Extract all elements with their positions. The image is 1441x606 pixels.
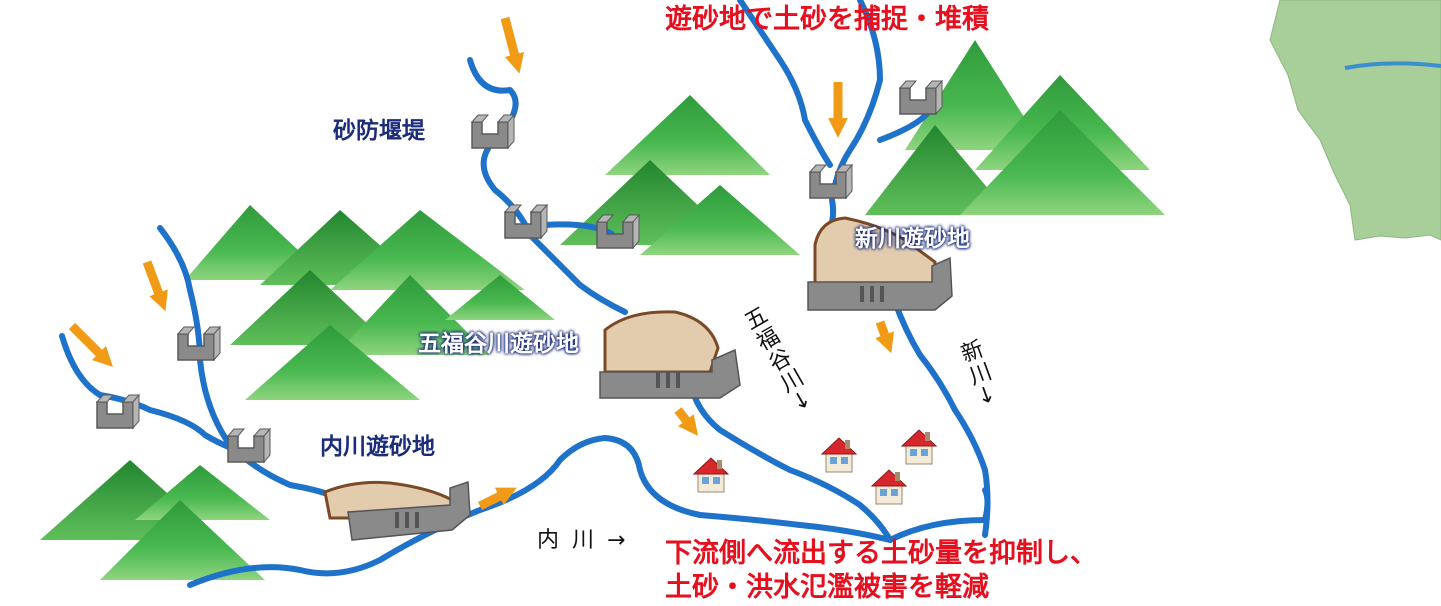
sediment-basins <box>323 216 937 520</box>
basin-dams <box>347 256 953 541</box>
rivers <box>59 0 991 588</box>
sabo-dam-label: 砂防堰堤 <box>333 118 425 144</box>
uchikawa-river-label: 内 川 → <box>537 528 629 553</box>
gofukuya-basin-label: 五福谷川遊砂地 <box>418 331 579 357</box>
flow-arrows <box>68 16 894 511</box>
map-river <box>1344 61 1441 70</box>
uchikawa-basin-label: 内川遊砂地 <box>320 434 435 460</box>
top-caption: 遊砂地で土砂を捕捉・堆積 <box>665 4 989 35</box>
mountains <box>40 40 1165 580</box>
bottom-caption-line1: 下流側へ流出する土砂量を抑制し、 <box>665 538 1097 569</box>
bottom-caption-line2: 土砂・洪水氾濫被害を軽減 <box>665 572 989 603</box>
arakawa-basin-label: 新川遊砂地 <box>855 226 970 252</box>
area-map <box>1269 0 1441 241</box>
houses <box>693 429 937 505</box>
